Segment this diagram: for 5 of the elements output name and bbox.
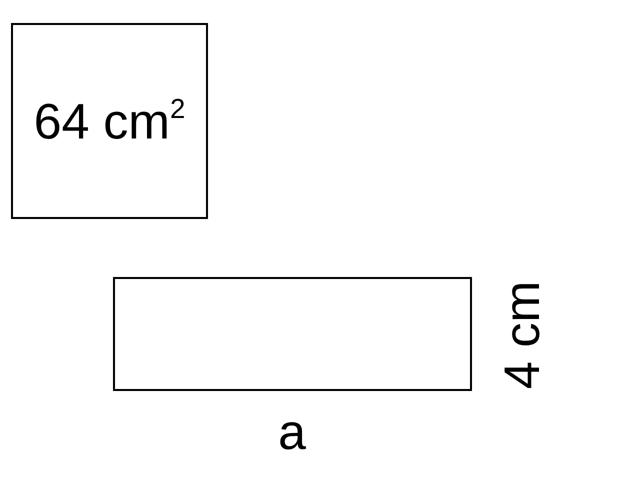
dimension-label: 4 cm [497, 280, 547, 390]
square [11, 23, 208, 219]
area-label: 64 cm$^{2}$ [34, 95, 186, 147]
side-label: a [278, 407, 306, 457]
rectangle [113, 277, 472, 391]
